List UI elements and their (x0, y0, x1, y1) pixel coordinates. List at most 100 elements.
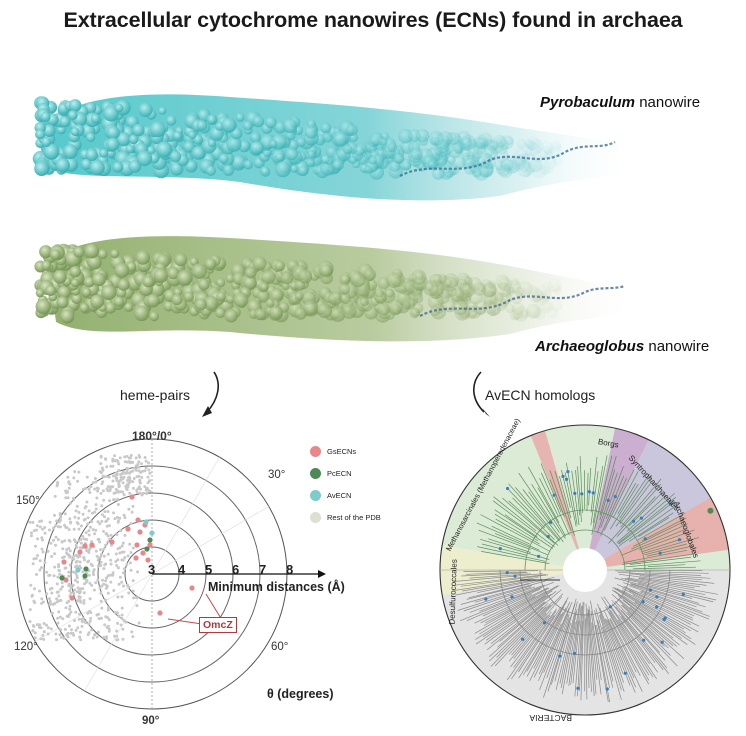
pdb-point (38, 623, 42, 627)
pdb-point (116, 611, 119, 615)
tree-branch (622, 588, 700, 627)
tree-branch (599, 614, 625, 692)
atom-sphere (89, 160, 105, 176)
radial-axis (152, 570, 326, 578)
tree-branch (468, 576, 555, 599)
pdb-point (100, 519, 104, 523)
atom-sphere (550, 144, 562, 157)
legend-item-pcecn: PcECN (310, 462, 381, 484)
tree-branch (618, 614, 656, 664)
pdb-point (120, 558, 124, 562)
pdb-point (111, 571, 115, 575)
pdb-point (67, 546, 71, 550)
legend-swatch-pcecn (310, 467, 321, 479)
tree-branch (559, 612, 577, 684)
pdb-point (33, 636, 37, 640)
pdb-point (50, 591, 54, 595)
tree-branch (618, 500, 676, 545)
pdb-point (100, 606, 104, 610)
nanowire-illustrations (32, 94, 640, 342)
radial-tick-8: 8 (286, 562, 294, 577)
pdb-point (87, 573, 91, 577)
pdb-point (102, 635, 106, 639)
pdb-point (91, 570, 95, 574)
pdb-point (67, 528, 71, 532)
pdb-point (75, 576, 79, 580)
tree-branch (603, 596, 658, 673)
pdb-point (112, 511, 115, 515)
atom-sphere (125, 144, 135, 154)
atom-sphere (112, 161, 124, 173)
tree-node (668, 502, 673, 506)
tree-branch (614, 590, 683, 639)
atom-sphere (478, 132, 493, 147)
tree-branch (546, 614, 570, 679)
angle-label-60: 60° (271, 641, 289, 653)
tree-branch (599, 613, 624, 683)
tree-branch (639, 591, 710, 620)
pdb-point (67, 624, 71, 628)
tree-branch (596, 472, 618, 534)
atom-sphere (274, 260, 286, 272)
pdb-point (83, 620, 87, 624)
pdb-point (59, 598, 63, 602)
tree-branch (615, 570, 709, 574)
radial-tick-7: 7 (259, 562, 267, 577)
radial-tick-3: 3 (148, 562, 156, 577)
pdb-point (113, 454, 117, 458)
tree-node (580, 492, 584, 496)
pdb-point (115, 564, 119, 567)
atom-sphere (541, 165, 551, 175)
pdb-point (102, 547, 106, 551)
pdb-point (103, 623, 107, 627)
atom-sphere (110, 249, 120, 259)
pdb-point (106, 534, 110, 538)
pdb-point (68, 482, 72, 486)
pdb-point (28, 620, 32, 623)
atom-sphere (498, 139, 510, 150)
tree-branch (596, 624, 610, 688)
pdb-point (79, 541, 83, 545)
pdb-point (117, 484, 121, 488)
tree-branch (622, 553, 696, 565)
pdb-point (77, 470, 81, 474)
tree-branch (474, 587, 549, 624)
tree-node (606, 498, 610, 502)
pdb-point (59, 525, 62, 529)
pdb-point (53, 565, 57, 569)
tree-branch (629, 585, 703, 613)
atom-sphere (73, 246, 85, 258)
atom-sphere (264, 116, 277, 129)
pdb-point (78, 546, 82, 550)
pdb-point (69, 501, 72, 505)
pdb-point (121, 481, 125, 485)
pdb-point (38, 520, 42, 523)
pdb-point (81, 512, 85, 516)
polar-points (28, 453, 195, 642)
pdb-point (126, 485, 130, 489)
tree-branch (453, 574, 547, 586)
atom-sphere (275, 152, 285, 162)
tree-branch (457, 586, 532, 611)
pdb-point (72, 554, 76, 558)
pdb-point (55, 484, 59, 488)
pdb-point (119, 623, 123, 627)
pdb-point (98, 522, 102, 526)
pdb-point (102, 554, 106, 558)
pdb-point (138, 455, 142, 459)
atom-sphere (254, 308, 267, 321)
tree-branch (588, 606, 598, 680)
tree-branch (608, 611, 650, 681)
atom-sphere (167, 267, 180, 280)
atom-sphere (183, 291, 194, 302)
tree-branch (528, 466, 560, 523)
pdb-point (104, 532, 108, 536)
pdb-point (129, 522, 133, 525)
pdb-point (61, 585, 64, 589)
pdb-point (93, 633, 97, 637)
pdb-point (85, 475, 89, 479)
pdb-point (103, 510, 107, 514)
pdb-point (82, 599, 86, 602)
atom-sphere (539, 299, 553, 314)
tree-branch (646, 545, 693, 557)
